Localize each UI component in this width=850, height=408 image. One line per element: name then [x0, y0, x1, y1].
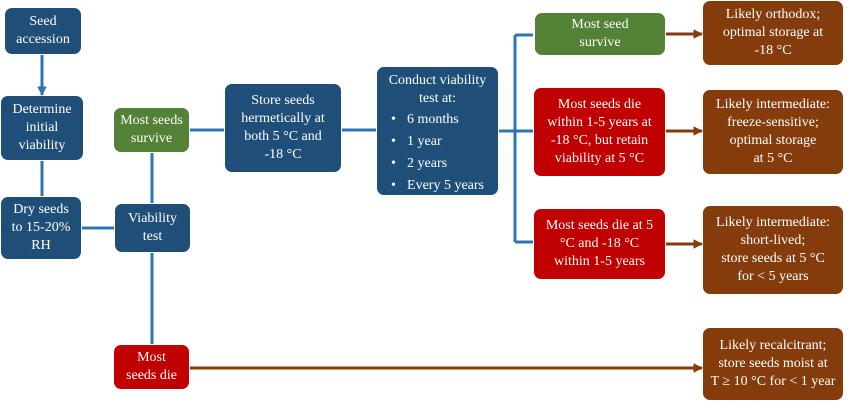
box-line: Most seeds die at 5	[545, 218, 654, 233]
most-seed-survive-box: Most seed survive	[535, 13, 665, 55]
box-line: Likely intermediate:	[716, 97, 830, 112]
box-line: Seed	[29, 14, 57, 29]
box-line: to 15-20%	[11, 220, 71, 235]
store-seeds-box: Store seeds hermetically at both 5 °C an…	[225, 84, 341, 172]
box-line: RH	[31, 238, 51, 253]
box-line: Determine	[12, 102, 72, 117]
box-line: Most seeds	[120, 113, 183, 128]
box-line: -18 °C	[264, 147, 302, 162]
box-line: optimal storage at	[722, 25, 824, 40]
box-line: test	[142, 229, 163, 244]
outcome-freeze-sensitive-box: Likely intermediate: freeze-sensitive; o…	[703, 90, 843, 174]
conduct-viability-test-box: Conduct viability test at: 6 months 1 ye…	[377, 67, 498, 195]
die-at-both-temps-box: Most seeds die at 5 °C and -18 °C within…	[534, 209, 665, 279]
box-line: viability at 5 °C	[554, 151, 645, 166]
box-line: Likely orthodox;	[725, 7, 821, 22]
test-interval-item: 6 months	[391, 109, 484, 131]
test-interval-list: 6 months 1 year 2 years Every 5 years	[391, 109, 484, 197]
outcome-orthodox-box: Likely orthodox; optimal storage at -18 …	[703, 1, 843, 65]
box-line: freeze-sensitive;	[727, 115, 819, 130]
box-line: optimal storage	[729, 133, 817, 148]
seed-accession-box: Seed accession	[5, 8, 81, 54]
box-line: store seeds at 5 °C	[721, 251, 825, 266]
box-line: for < 5 years	[737, 269, 809, 284]
test-interval-item: 1 year	[391, 131, 484, 153]
box-line: both 5 °C and	[244, 129, 322, 144]
outcome-recalcitrant-box: Likely recalcitrant; store seeds moist a…	[703, 328, 843, 400]
box-line: Conduct viability	[388, 73, 487, 88]
determine-viability-box: Determine initial viability	[1, 96, 83, 160]
box-line: survive	[579, 35, 621, 50]
box-line: seeds die	[126, 368, 177, 383]
most-seeds-die-box: Most seeds die	[114, 345, 189, 389]
box-line: Most seed	[571, 17, 629, 32]
box-line: Likely recalcitrant;	[719, 338, 827, 353]
box-line: accession	[16, 32, 70, 47]
box-line: test at:	[419, 91, 456, 106]
box-line: Store seeds	[251, 93, 315, 108]
box-line: T ≥ 10 °C for < 1 year	[710, 374, 836, 389]
box-line: viability	[18, 138, 66, 153]
test-interval-item: 2 years	[391, 153, 484, 175]
box-line: °C and -18 °C	[559, 236, 640, 251]
outcome-short-lived-box: Likely intermediate: short-lived; store …	[703, 206, 843, 294]
box-line: Most seeds die	[557, 97, 642, 112]
box-line: at 5 °C	[753, 151, 793, 166]
dry-seeds-box: Dry seeds to 15-20% RH	[1, 197, 81, 259]
box-line: -18 °C, but retain	[550, 133, 649, 148]
box-line: short-lived;	[740, 233, 806, 248]
box-line: store seeds moist at	[718, 356, 828, 371]
most-seeds-survive-box: Most seeds survive	[114, 108, 189, 152]
box-line: hermetically at	[241, 111, 325, 126]
box-line: initial	[25, 120, 59, 135]
die-within-minus-18-box: Most seeds die within 1-5 years at -18 °…	[534, 88, 665, 176]
test-interval-item: Every 5 years	[391, 175, 484, 197]
box-line: within 1-5 years	[554, 254, 645, 269]
box-line: survive	[130, 131, 173, 146]
box-line: -18 °C	[754, 43, 792, 58]
box-line: Most	[137, 350, 166, 365]
box-line: within 1-5 years at	[547, 115, 652, 130]
box-line: Viability	[128, 211, 177, 226]
viability-test-box: Viability test	[115, 204, 190, 252]
box-line: Dry seeds	[13, 202, 69, 217]
box-line: Likely intermediate:	[716, 215, 830, 230]
